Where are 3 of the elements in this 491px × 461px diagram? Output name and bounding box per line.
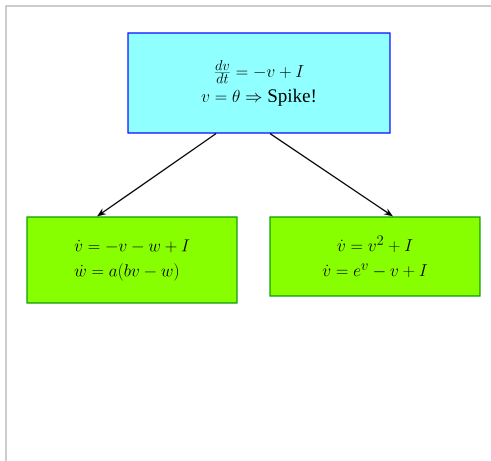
equation-box: $\frac{dv}{dt} = -v + I$ $v = \theta \Rightarrow \mbox{Spike!}$: [127, 32, 391, 134]
equation-box: $\dot{v} = -v - w + I$ $\dot{w} = a(bv - w)$: [26, 216, 238, 304]
equation-box: $\dot{v} = v^2 + I$ $\dot{v} = e^v - v + I$: [269, 216, 481, 297]
